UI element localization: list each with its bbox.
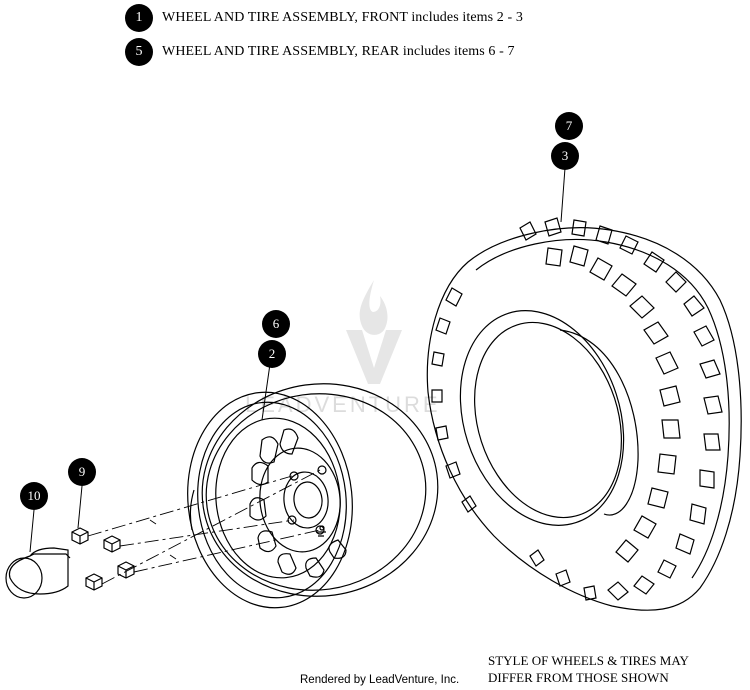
footer-credit: Rendered by LeadVenture, Inc. xyxy=(300,674,460,686)
lug-nuts-drawing[interactable] xyxy=(71,527,135,591)
legend-badge-1[interactable]: 1 xyxy=(125,4,153,32)
callout-3[interactable]: 3 xyxy=(551,142,579,170)
leader-lines xyxy=(29,167,566,553)
style-note: STYLE OF WHEELS & TIRES MAY DIFFER FROM … xyxy=(488,652,689,686)
callout-2[interactable]: 2 xyxy=(258,340,286,368)
legend-badge-5[interactable]: 5 xyxy=(125,38,153,66)
center-cap-drawing[interactable] xyxy=(5,547,71,599)
assembly-lines xyxy=(87,469,321,585)
legend-text-front: WHEEL AND TIRE ASSEMBLY, FRONT includes … xyxy=(162,10,523,25)
callout-7[interactable]: 7 xyxy=(555,112,583,140)
callout-6[interactable]: 6 xyxy=(262,310,290,338)
callout-10[interactable]: 10 xyxy=(20,482,48,510)
wheel-rim-drawing[interactable] xyxy=(177,369,451,616)
legend-row-front: 1 WHEEL AND TIRE ASSEMBLY, FRONT include… xyxy=(125,4,523,32)
style-note-line2: DIFFER FROM THOSE SHOWN xyxy=(488,670,669,685)
tire-drawing[interactable] xyxy=(426,217,742,611)
legend-row-rear: 5 WHEEL AND TIRE ASSEMBLY, REAR includes… xyxy=(125,38,515,66)
legend-text-rear: WHEEL AND TIRE ASSEMBLY, REAR includes i… xyxy=(162,44,515,59)
callout-9[interactable]: 9 xyxy=(68,458,96,486)
style-note-line1: STYLE OF WHEELS & TIRES MAY xyxy=(488,653,689,668)
